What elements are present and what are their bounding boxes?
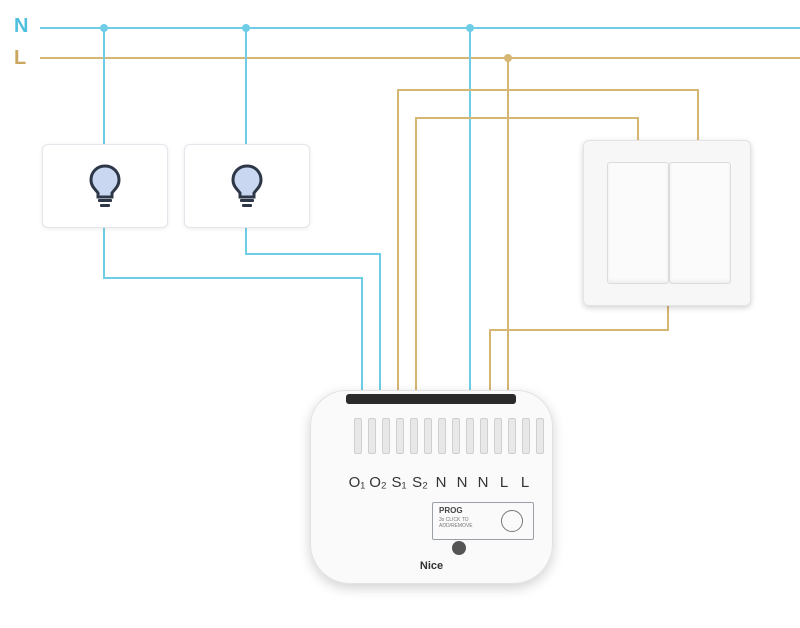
relay-module: O₁ O₂ S₁ S₂ N N N L L PROG 3s CLICK TO A… <box>310 390 553 584</box>
junction-dot <box>504 54 512 62</box>
terminal-slot <box>396 418 404 454</box>
terminal-label: L <box>499 474 509 491</box>
prog-note: 3s CLICK TO ADD/REMOVE <box>439 517 473 529</box>
terminal-slot <box>438 418 446 454</box>
brand-logo: Nice <box>419 560 444 572</box>
terminal-slot <box>508 418 516 454</box>
output-wire-o2 <box>245 226 381 392</box>
terminal-slot <box>522 418 530 454</box>
terminal-slot <box>536 418 544 454</box>
lamp-2 <box>184 144 310 228</box>
lightbulb-icon <box>231 164 263 207</box>
terminal-slot <box>452 418 460 454</box>
neutral-bus-label: N <box>14 15 29 37</box>
terminal-label: O₂ <box>369 474 387 491</box>
junction-dot <box>466 24 474 32</box>
prog-dial-icon <box>501 510 523 532</box>
module-top-strip <box>346 394 516 404</box>
switch-wire-s2 <box>415 117 639 392</box>
junction-dot <box>100 24 108 32</box>
terminal-labels: O₁ O₂ S₁ S₂ N N N L L <box>348 474 534 491</box>
terminal-label: O₁ <box>348 474 366 491</box>
prog-title: PROG <box>439 506 463 515</box>
prog-panel: PROG 3s CLICK TO ADD/REMOVE <box>432 502 534 540</box>
junction-dot <box>242 24 250 32</box>
terminal-label: S₁ <box>391 474 407 491</box>
terminal-slot <box>480 418 488 454</box>
double-wall-switch <box>583 140 751 306</box>
terminal-label: L <box>520 474 530 491</box>
terminal-label: S₂ <box>412 474 428 491</box>
terminal-label: N <box>456 474 468 491</box>
switch-common-wire <box>489 306 669 392</box>
lightbulb-icon <box>89 164 121 207</box>
terminal-slot <box>354 418 362 454</box>
switch-wire-s1 <box>397 89 699 392</box>
lamp-1 <box>42 144 168 228</box>
switch-rocker-right <box>669 162 731 284</box>
terminal-label: N <box>435 474 447 491</box>
terminal-slot <box>494 418 502 454</box>
terminal-slot <box>382 418 390 454</box>
switch-rocker-left <box>607 162 669 284</box>
terminal-slot <box>368 418 376 454</box>
terminal-slots <box>354 418 544 454</box>
live-bus-label: L <box>14 47 27 69</box>
prog-button[interactable] <box>452 541 466 555</box>
terminal-label: N <box>477 474 489 491</box>
output-wire-o1 <box>103 226 363 392</box>
terminal-slot <box>410 418 418 454</box>
terminal-slot <box>466 418 474 454</box>
terminal-slot <box>424 418 432 454</box>
